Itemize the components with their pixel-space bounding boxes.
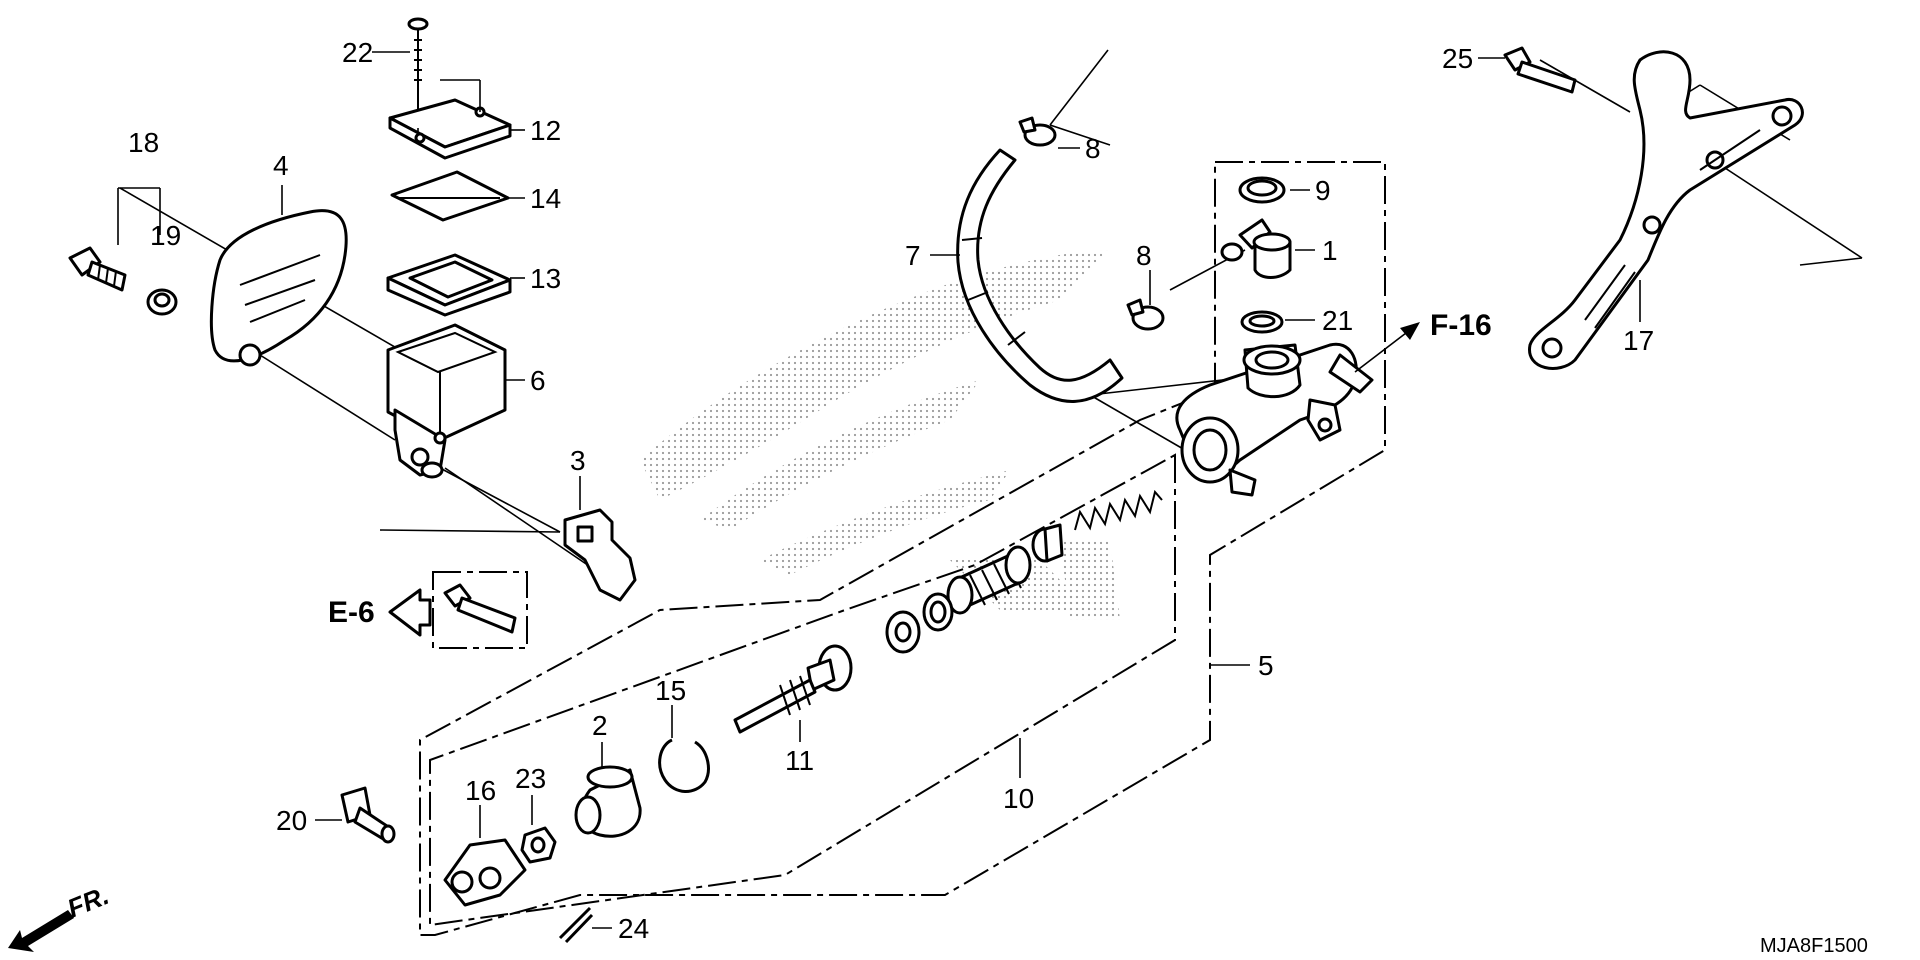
hose-clip-8-lower (1126, 298, 1165, 331)
diagram-code: MJA8F1500 (1760, 935, 1868, 957)
secondary-cup (922, 592, 954, 632)
grommet-19 (146, 288, 178, 316)
callout-labels: 1 2 3 4 5 6 7 8 8 9 10 11 12 13 14 15 16… (128, 37, 1654, 944)
callout-2: 2 (592, 710, 608, 741)
callout-17: 17 (1623, 325, 1654, 356)
joint-pin-20 (340, 786, 396, 844)
cotter-pin-24 (558, 906, 594, 944)
washer (885, 610, 921, 654)
spring-seat (1031, 523, 1064, 563)
plate-14 (390, 170, 510, 222)
return-spring (1074, 489, 1163, 531)
assembly-10-boundary (429, 453, 1176, 927)
ref-label-f16: F-16 (1430, 309, 1492, 342)
assembly-5-boundary (419, 161, 1386, 936)
clevis-16 (443, 838, 527, 907)
callout-22: 22 (342, 37, 373, 68)
circlip-15 (658, 738, 710, 793)
callout-12: 12 (530, 115, 561, 146)
reservoir-body-6 (386, 323, 507, 479)
bolt-group-boundary (432, 571, 528, 649)
reservoir-cover-4 (209, 209, 348, 367)
push-rod-11 (733, 644, 853, 734)
callout-8-upper: 8 (1085, 133, 1101, 164)
ref-label-e6: E-6 (328, 596, 375, 629)
callout-leaders (281, 51, 1315, 778)
bolt-25 (1503, 46, 1577, 94)
master-cylinder-5 (1175, 342, 1374, 497)
reservoir-cap-12 (388, 79, 512, 160)
callout-4: 4 (273, 150, 289, 181)
bolt-18 (68, 246, 127, 292)
ref-arrow-f16 (1354, 322, 1420, 373)
assembly-boundaries (419, 161, 1386, 936)
callout-6: 6 (530, 365, 546, 396)
callout-20: 20 (276, 805, 307, 836)
hose-7 (956, 148, 1124, 403)
wing-logo-watermark (640, 250, 1120, 620)
callout-19: 19 (150, 220, 181, 251)
callout-25: 25 (1442, 43, 1473, 74)
hose-joint-1 (1220, 218, 1292, 279)
boot-2 (574, 765, 642, 838)
front-direction-arrow (8, 910, 74, 952)
callout-23: 23 (515, 763, 546, 794)
o-ring-21 (1240, 310, 1284, 334)
callout-11: 11 (785, 745, 814, 776)
diaphragm-13 (386, 253, 512, 317)
callout-13: 13 (530, 263, 561, 294)
flange-bolt (443, 583, 517, 634)
callout-7: 7 (905, 240, 921, 271)
ref-arrow-e6 (388, 588, 432, 637)
clip-9 (1238, 176, 1286, 204)
callout-5: 5 (1258, 650, 1274, 681)
callout-1: 1 (1322, 235, 1338, 266)
callout-8-lower: 8 (1136, 240, 1152, 271)
bracket-3 (563, 508, 637, 602)
callout-21: 21 (1322, 305, 1353, 336)
callout-14: 14 (530, 183, 561, 214)
bracket-17 (1528, 50, 1804, 370)
callout-16: 16 (465, 775, 496, 806)
hose-clip-8-upper (1018, 116, 1057, 147)
piston-cups (946, 545, 1032, 615)
callout-10: 10 (1003, 783, 1034, 814)
callout-3: 3 (570, 445, 586, 476)
callout-9: 9 (1315, 175, 1331, 206)
callout-18: 18 (128, 127, 159, 158)
callout-15: 15 (655, 675, 686, 706)
nut-23 (520, 826, 557, 864)
callout-24: 24 (618, 913, 649, 944)
